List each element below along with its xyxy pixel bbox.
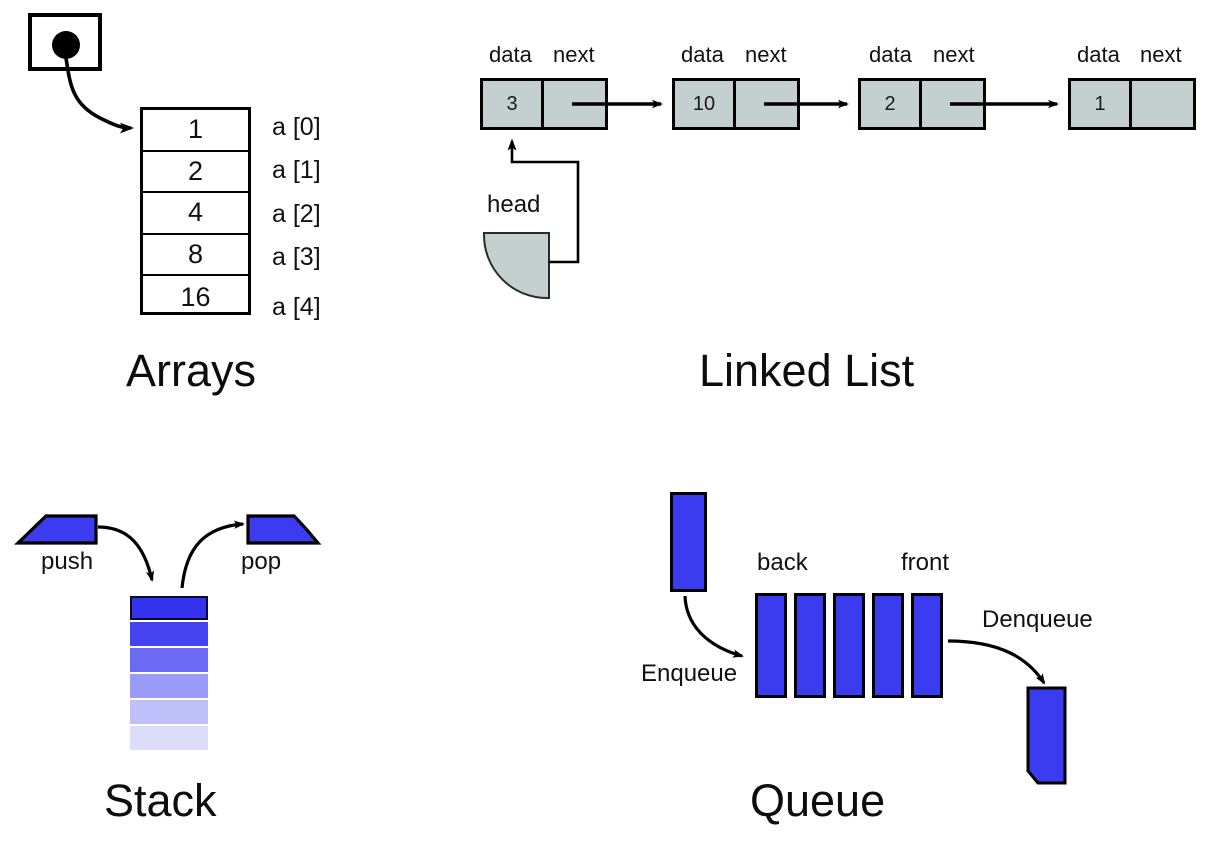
array-cell: 8: [143, 235, 248, 277]
pointer-dot-icon: [52, 31, 80, 59]
queue-outgoing-block: [1026, 686, 1067, 785]
ll-label-next-2: next: [933, 42, 975, 67]
array-cell: 2: [143, 152, 248, 194]
ll-label-next-3: next: [1140, 42, 1182, 67]
ll-node-next: [1132, 81, 1193, 127]
dequeue-label: Denqueue: [982, 606, 1093, 633]
linked-list-node: 1: [1068, 78, 1196, 130]
stack-layer-5: [130, 726, 208, 750]
section-title-queue: Queue: [750, 775, 886, 826]
ll-node-next: [922, 81, 983, 127]
queue-bar-0: [755, 593, 787, 698]
stack-layer-2: [130, 648, 208, 672]
stack-container: [130, 596, 208, 752]
array-cell-value: 2: [187, 155, 204, 186]
push-label: push: [41, 548, 94, 575]
push-arrow: [97, 525, 155, 582]
enqueue-label: Enqueue: [641, 660, 738, 687]
array-index-label-4: a [4]: [272, 293, 321, 321]
linked-list-node: 2: [858, 78, 986, 130]
array-index-label-1: a [1]: [272, 156, 321, 184]
linked-list-node: 3: [480, 78, 608, 130]
array-cell: 16: [143, 276, 248, 318]
stack-layer-0: [130, 596, 208, 620]
queue-bar-3: [872, 593, 904, 698]
array-cell: 1: [143, 110, 248, 152]
dequeue-arrow: [947, 639, 1046, 685]
queue-bar-1: [794, 593, 826, 698]
ll-node-data: 1: [1071, 81, 1132, 127]
ll-label-data-2: data: [869, 42, 912, 67]
ll-label-data-3: data: [1077, 42, 1120, 67]
array-cell-value: 4: [187, 197, 204, 228]
ll-label-next-1: next: [745, 42, 787, 67]
head-label: head: [487, 191, 541, 218]
array-index-label-0: a [0]: [272, 113, 321, 141]
ll-label-next-0: next: [553, 42, 595, 67]
ll-node-next: [736, 81, 797, 127]
array-index-label-3: a [3]: [272, 243, 321, 271]
push-shape-icon: [14, 514, 98, 545]
ll-node-data: 2: [861, 81, 922, 127]
section-title-stack: Stack: [104, 775, 217, 826]
queue-incoming-block: [670, 492, 707, 592]
ll-node-data: 3: [483, 81, 544, 127]
array-cell-value: 16: [180, 281, 211, 312]
ll-node-next: [544, 81, 605, 127]
queue-back-label: back: [757, 549, 808, 576]
ll-label-data-1: data: [681, 42, 724, 67]
queue-front-label: front: [901, 549, 950, 576]
ll-node-data: 10: [675, 81, 736, 127]
array-container: 1 2 4 8 16: [140, 107, 251, 315]
pop-label: pop: [241, 548, 282, 575]
pop-arrow: [180, 520, 245, 589]
ll-label-data-0: data: [489, 42, 532, 67]
array-cell: 4: [143, 193, 248, 235]
linked-list-node: 10: [672, 78, 800, 130]
stack-layer-3: [130, 674, 208, 698]
array-index-label-2: a [2]: [272, 200, 321, 228]
section-title-linked-list: Linked List: [699, 345, 915, 396]
stack-layer-4: [130, 700, 208, 724]
stack-layer-1: [130, 622, 208, 646]
enqueue-arrow: [683, 595, 744, 658]
array-cell-value: 8: [187, 239, 204, 270]
queue-bar-2: [833, 593, 865, 698]
section-title-arrays: Arrays: [126, 345, 257, 396]
array-cell-value: 1: [187, 114, 204, 145]
pop-shape-icon: [246, 514, 322, 545]
queue-bar-4: [911, 593, 943, 698]
head-pointer-shape: [483, 232, 550, 299]
